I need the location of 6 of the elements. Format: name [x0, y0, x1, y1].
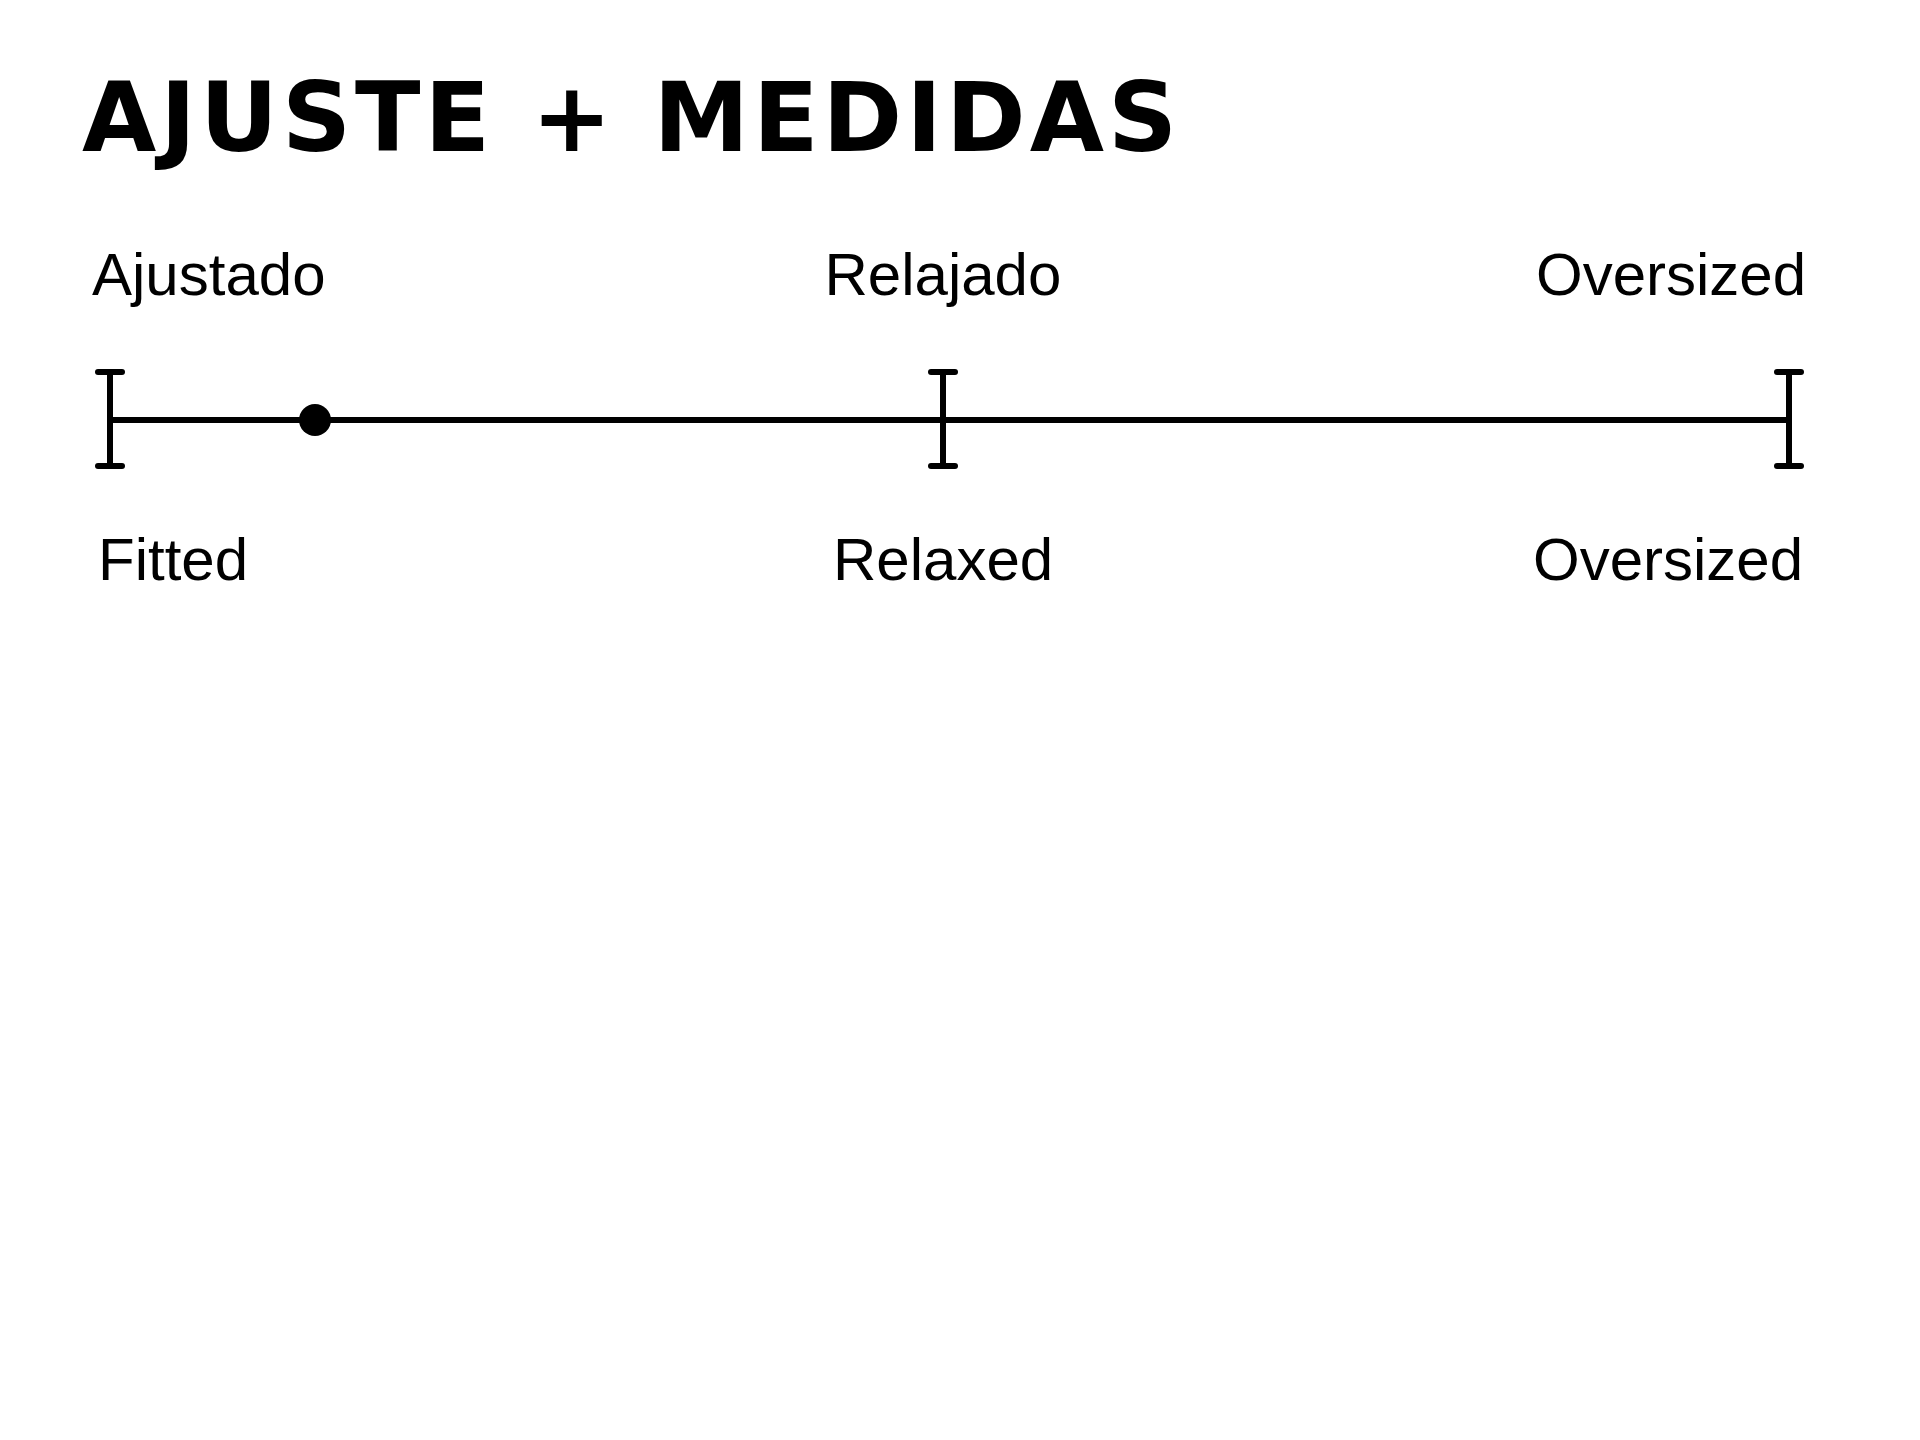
- scale-label: Relajado: [824, 245, 1062, 305]
- scale-label: Oversized: [1533, 530, 1804, 590]
- scale-label: Ajustado: [92, 245, 326, 305]
- scale-label: Oversized: [1536, 245, 1807, 305]
- scale-label: Fitted: [98, 530, 249, 590]
- scale-label: Relaxed: [833, 530, 1054, 590]
